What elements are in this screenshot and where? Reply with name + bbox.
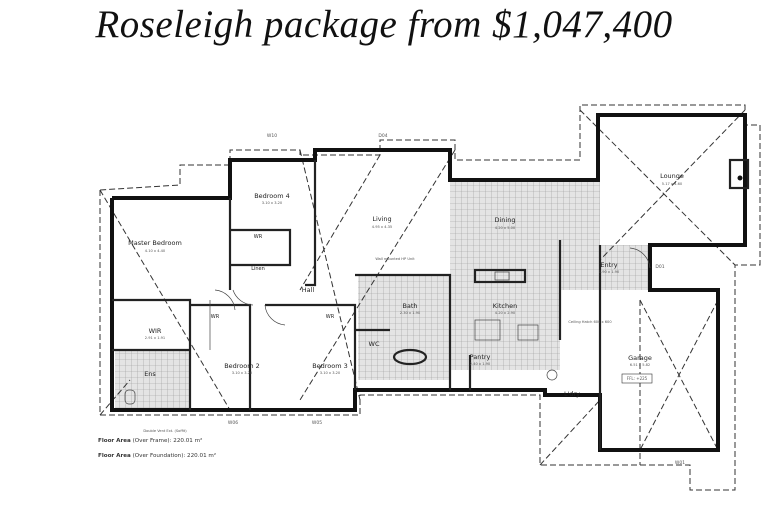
- room-wr-bed3: WR: [326, 314, 335, 320]
- floor-area-foundation-label: Floor Area: [98, 453, 131, 459]
- room-bath: Bath: [402, 302, 417, 310]
- room-garage: Garage: [628, 354, 652, 362]
- dim-bath: 2.30 x 1.90: [400, 311, 421, 315]
- floor-area-foundation-value: (Over Foundation): 220.01 m²: [132, 453, 217, 459]
- room-wr-bed4: WR: [254, 234, 263, 240]
- tub-icon: [546, 369, 558, 381]
- dim-master-bedroom: 4.10 x 4.40: [145, 249, 166, 253]
- room-bedroom-2: Bedroom 2: [224, 362, 260, 370]
- dim-entry: 1.90 x 1.90: [599, 270, 620, 274]
- bathtub-icon: [392, 348, 428, 366]
- room-laundry: L'dry: [564, 390, 580, 398]
- dim-bedroom-3: 3.10 x 3.20: [320, 371, 341, 375]
- room-labels: Master Bedroom 4.10 x 4.40 Bedroom 4 3.1…: [128, 172, 684, 398]
- room-entry: Entry: [600, 261, 617, 269]
- dim-dining: 4.20 x 5.00: [495, 226, 516, 230]
- room-living: Living: [372, 215, 391, 223]
- exterior-walls: [110, 113, 750, 452]
- floor-area-frame-label: Floor Area: [98, 438, 131, 444]
- door-d01: D01: [655, 264, 664, 270]
- room-bedroom-3: Bedroom 3: [312, 362, 348, 370]
- dim-lounge: 5.17 x 4.60: [662, 182, 683, 186]
- room-master-bedroom: Master Bedroom: [128, 239, 182, 247]
- ffl-label: FFL: +225: [627, 376, 648, 381]
- dim-pantry: 2.40 x 1.90: [470, 362, 491, 366]
- window-w01: W01: [675, 460, 685, 466]
- interior-walls: [112, 160, 651, 450]
- dim-bedroom-2: 3.10 x 3.20: [232, 371, 253, 375]
- room-wr-bed2: WR: [211, 314, 220, 320]
- window-w05: W05: [312, 420, 322, 426]
- ceiling-hatch-label: Ceiling Hatch 600 x 600: [568, 320, 612, 324]
- room-ensuite: Ens: [144, 370, 156, 378]
- fireplace: [728, 158, 750, 190]
- heat-pump-label: Wall mounted HP Unit: [375, 257, 415, 261]
- dim-wir: 2.91 x 1.91: [145, 336, 165, 340]
- dim-bedroom-4: 3.10 x 3.20: [262, 201, 283, 205]
- dim-garage: 6.51 x 5.82: [630, 363, 650, 367]
- room-lounge: Lounge: [660, 172, 684, 180]
- kitchen-island: [473, 268, 527, 284]
- floor-area-foundation: Floor Area (Over Foundation): 220.01 m²: [98, 453, 216, 459]
- package-title: Roseleigh package from $1,047,400: [95, 3, 673, 46]
- room-kitchen: Kitchen: [493, 302, 517, 310]
- roof-outline: [99, 104, 761, 491]
- floor-area-frame-value: (Over Frame): 220.01 m²: [132, 438, 203, 444]
- room-bedroom-4: Bedroom 4: [254, 192, 290, 200]
- room-pantry: Pantry: [470, 353, 491, 361]
- room-linen: Linen: [251, 266, 265, 272]
- double-vent-label: Double Vent Ext. (Soffit): [143, 429, 187, 433]
- door-d04: D04: [378, 133, 387, 139]
- dim-living: 4.95 x 4.35: [372, 225, 392, 229]
- cooktop: [517, 324, 539, 341]
- window-w06: W06: [228, 420, 238, 426]
- window-w10: W10: [267, 133, 277, 139]
- room-wc: WC: [369, 340, 380, 348]
- room-wir: WIR: [149, 327, 162, 335]
- floor-area-frame: Floor Area (Over Frame): 220.01 m²: [98, 438, 202, 444]
- dim-kitchen: 4.20 x 2.90: [495, 311, 516, 315]
- annotations: FFL: +225 Ceiling Hatch 600 x 600 Wall m…: [143, 133, 685, 466]
- toilet-icon: [124, 389, 136, 405]
- room-dining: Dining: [495, 216, 516, 224]
- room-hall: Hall: [302, 286, 315, 294]
